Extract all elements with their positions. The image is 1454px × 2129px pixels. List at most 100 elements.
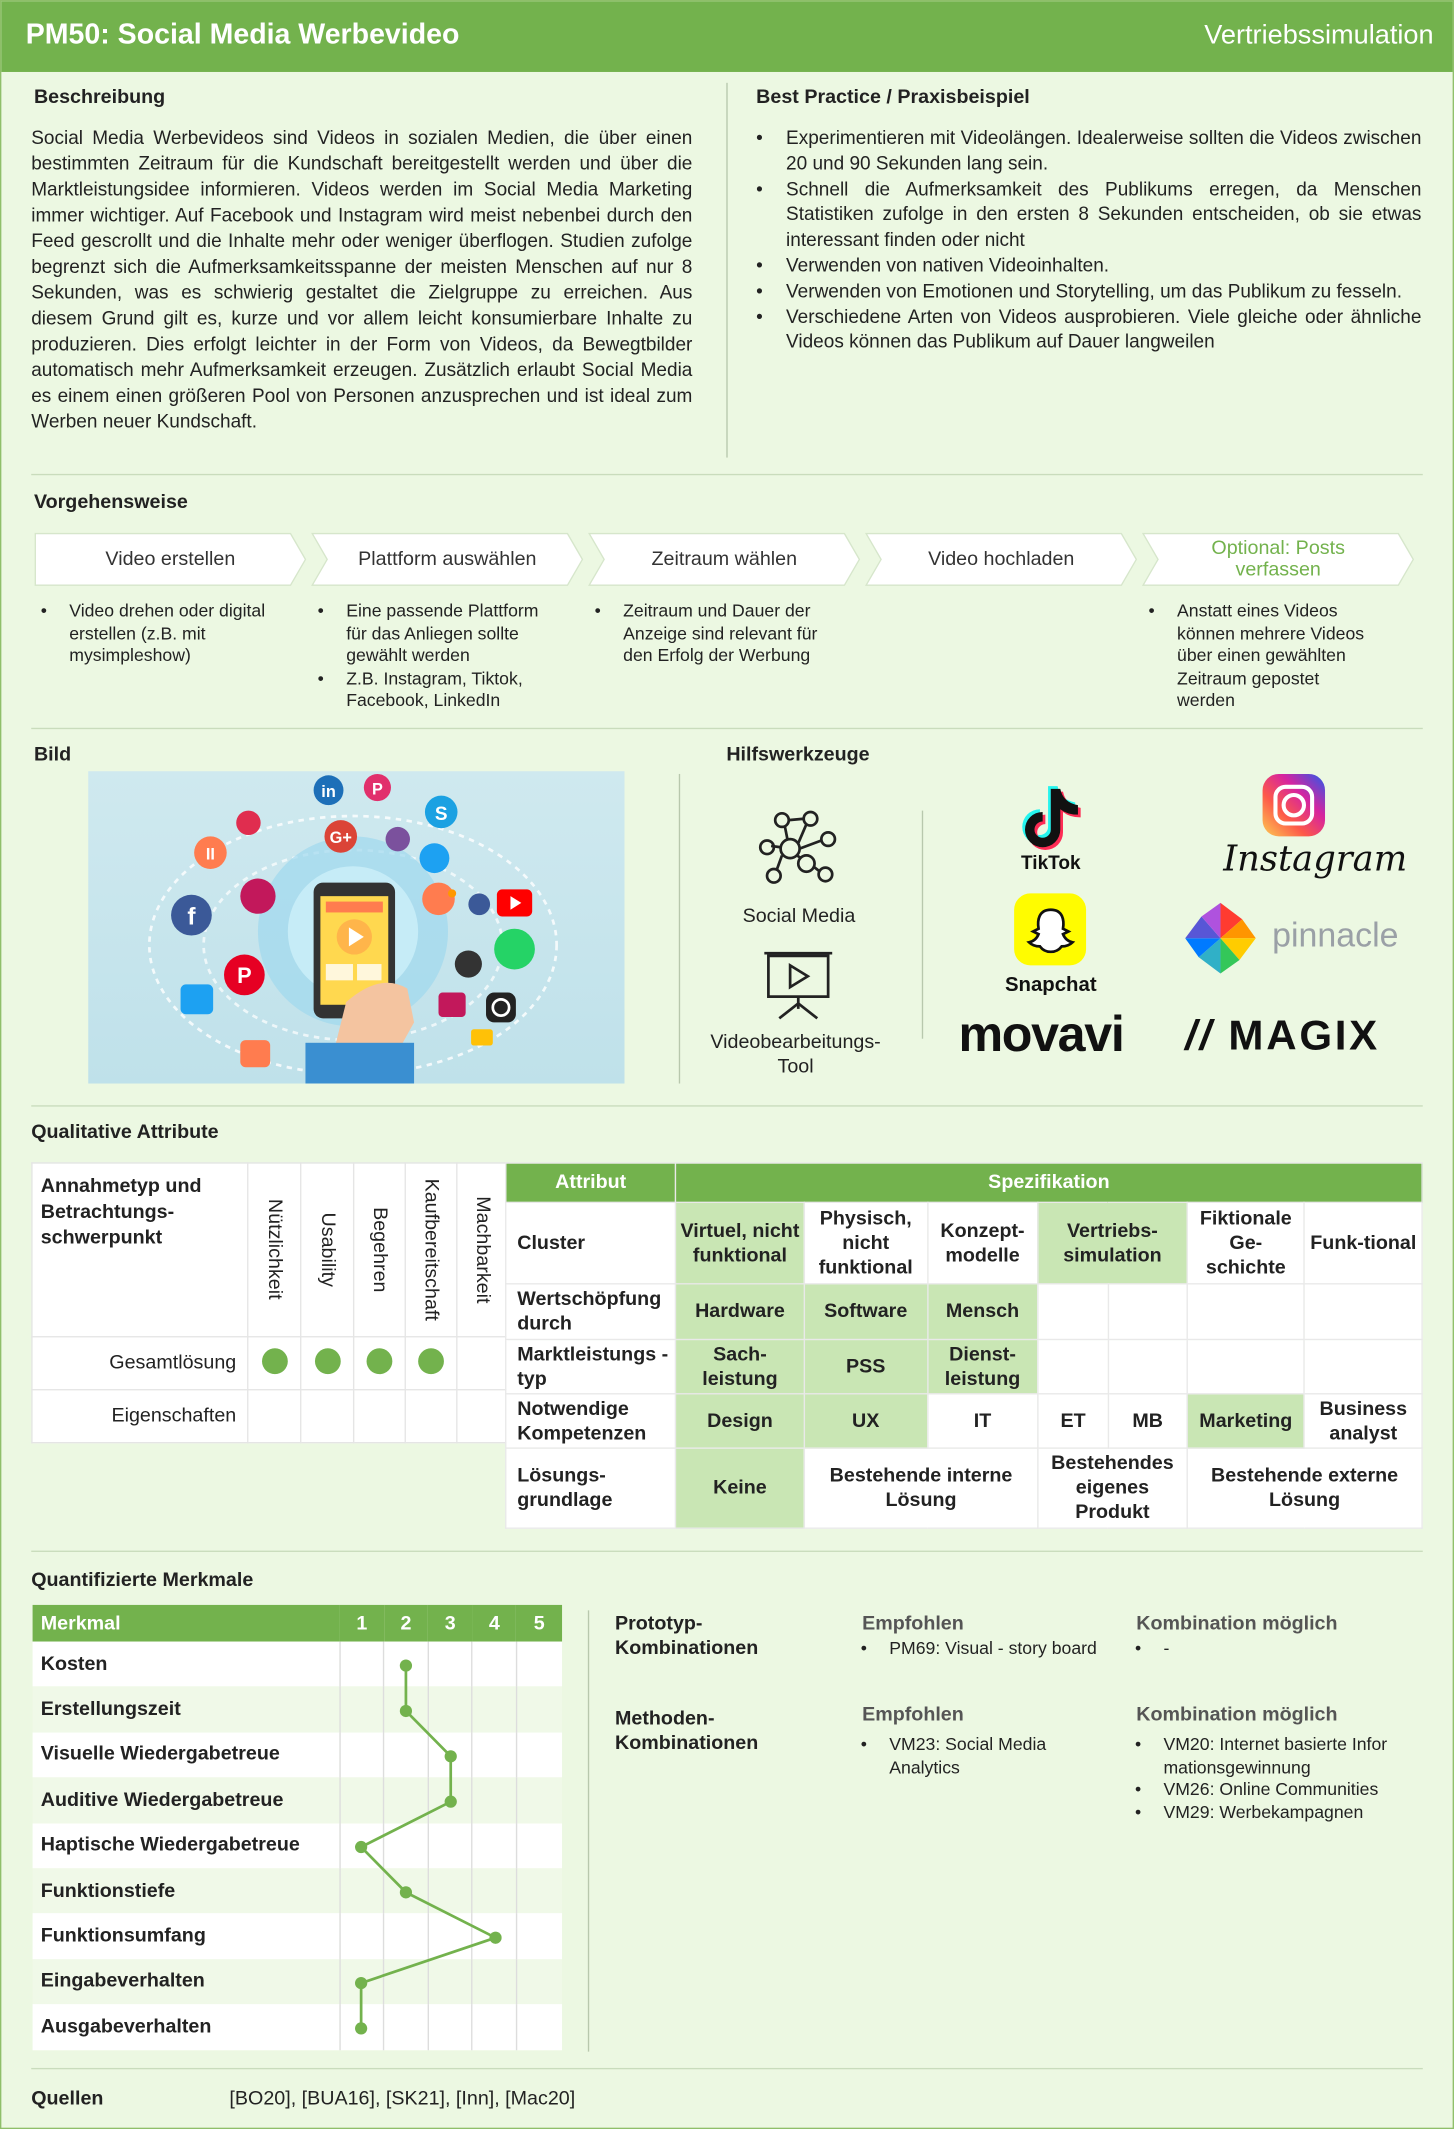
matrix-cell [352,1336,406,1391]
spec-row-kompetenzen: Notwendige Kompetenzen Design UX IT ET M… [505,1393,1423,1449]
attribute-row: Eigenschaften [31,1389,510,1444]
magix-slashes-icon: // [1185,1011,1215,1060]
matrix-cell [247,1389,302,1444]
scale-cell [515,1822,563,1869]
scale-cell [383,1958,429,2005]
scale-label: 5 [516,1604,563,1642]
matrix-cell [404,1336,458,1391]
scale-cell [427,1686,473,1733]
matrix-cell [300,1336,355,1391]
best-practice-heading: Best Practice / Praxisbeispiel [756,86,1030,109]
svg-text:II: II [206,845,215,863]
chevron-shape [588,532,861,586]
chevron-shape [864,532,1138,586]
quant-row: Funktionsumfang [32,1913,563,1959]
scale-cell [471,1686,517,1733]
process-note: Zeitraum und Dauer der Anzeige sind rele… [592,600,827,667]
process-note: Anstatt eines Videos können mehrere Vide… [1146,600,1381,712]
svg-text:f: f [187,904,196,931]
scale-cell [471,1822,517,1869]
marker-dot [366,1347,393,1374]
row-label: Gesamtlösung [31,1336,249,1391]
prototyp-empfohlen-heading: Empfohlen [862,1613,964,1635]
chevron-shape [34,532,307,586]
column-header: Nützlichkeit [247,1162,302,1338]
process-step-label: Video erstellen [105,548,236,571]
matrix-cell [456,1336,510,1391]
list-item: VM20: Internet basierte Infor mationsgew… [1132,1734,1424,1779]
marker-dot [261,1347,288,1374]
row-label: Eigenschaften [31,1389,249,1444]
scale-cell [471,1641,517,1687]
svg-text:S: S [435,804,448,825]
quant-row: Ausgabeverhalten [32,2004,563,2050]
merkmal-label: Auditive Wiedergabetreue [32,1777,340,1823]
scale-cell [515,1686,563,1733]
quant-point [355,1840,368,1854]
prototyp-kombination-heading: Kombination möglich [1136,1613,1338,1635]
scale-cell [339,1732,384,1778]
social-media-tool-label: Social Media [742,905,856,928]
process-step-notes: Zeitraum und Dauer der Anzeige sind rele… [592,600,827,667]
divider [31,727,1423,730]
matrix-cell [456,1389,510,1444]
beschreibung-heading: Beschreibung [33,86,166,109]
bild-heading: Bild [33,744,72,766]
snapchat-ghost-icon [1014,893,1087,966]
scale-cell [515,1913,563,1959]
tiktok-logo: TikTok [1006,779,1096,877]
quellen-text: [BO20], [BUA16], [SK21], [Inn], [Mac20] [229,2088,576,2111]
scale-cell [427,1641,473,1687]
divider [31,2067,1423,2070]
chevron-shape [311,532,584,586]
scale-cell [339,1641,384,1687]
column-divider [678,773,681,1084]
best-practice-item: Verwenden von Emotionen und Storytelling… [753,278,1421,304]
scale-cell [383,1913,429,1959]
scale-cell [471,1958,517,2005]
pinnacle-pinwheel-icon [1182,900,1258,983]
best-practice-item: Verschiedene Arten von Videos ausprobier… [753,304,1421,355]
divider [31,1550,1423,1552]
spec-row-wertschoepfung: Wertschöpfung durch Hardware Software Me… [505,1283,1423,1341]
scale-cell [339,1913,384,1959]
scale-cell [471,1913,517,1959]
scale-cell [515,1777,563,1823]
scale-cell [427,1822,473,1869]
chevron-shape [1141,532,1415,586]
page-title: PM50: Social Media Werbevideo [25,19,460,51]
process-step-2: Plattform auswählen [311,532,584,586]
scale-cell [383,2004,429,2050]
process-step-1: Video erstellen [34,532,307,586]
scale-cell [427,1958,473,2005]
magix-logo: // MAGIX [1185,1012,1380,1061]
quant-polyline [358,1665,500,2029]
process-step-label: Zeitraum wählen [651,548,798,571]
video-presentation-icon [763,949,834,1026]
quant-point [444,1795,457,1808]
quant-point [355,1976,368,1990]
quant-heading: Quantifizierte Merkmale [31,1569,254,1592]
scale-cell [339,1868,384,1914]
quant-header-row: Merkmal 1 2 3 4 5 [32,1604,563,1642]
scale-cell [515,1868,563,1914]
column-header: Kaufbereitschaft [404,1162,458,1338]
prototyp-kombinationen-label: Prototyp-Kombinationen [614,1613,759,1660]
quant-row: Kosten [32,1641,563,1687]
svg-text:P: P [237,963,251,988]
merkmal-label: Haptische Wiedergabetreue [32,1822,340,1869]
scale-cell [339,1686,384,1733]
scale-cell [515,1732,563,1778]
column-divider [726,82,728,458]
best-practice-item: Schnell die Aufmerksamkeit des Publikums… [753,176,1421,253]
scale-label: 1 [339,1604,384,1642]
social-media-illustration: in P G+ S II f P [88,771,625,1084]
matrix-cell [247,1336,302,1391]
video-tool-label: Videobearbeitungs-Tool [710,1031,881,1079]
methoden-kombination-list: VM20: Internet basierte Infor mationsgew… [1132,1734,1424,1824]
quant-point [489,1931,502,1944]
list-item: VM26: Online Communities [1132,1779,1424,1801]
svg-text:G+: G+ [330,829,352,847]
process-step-4: Video hochladen [864,532,1138,586]
